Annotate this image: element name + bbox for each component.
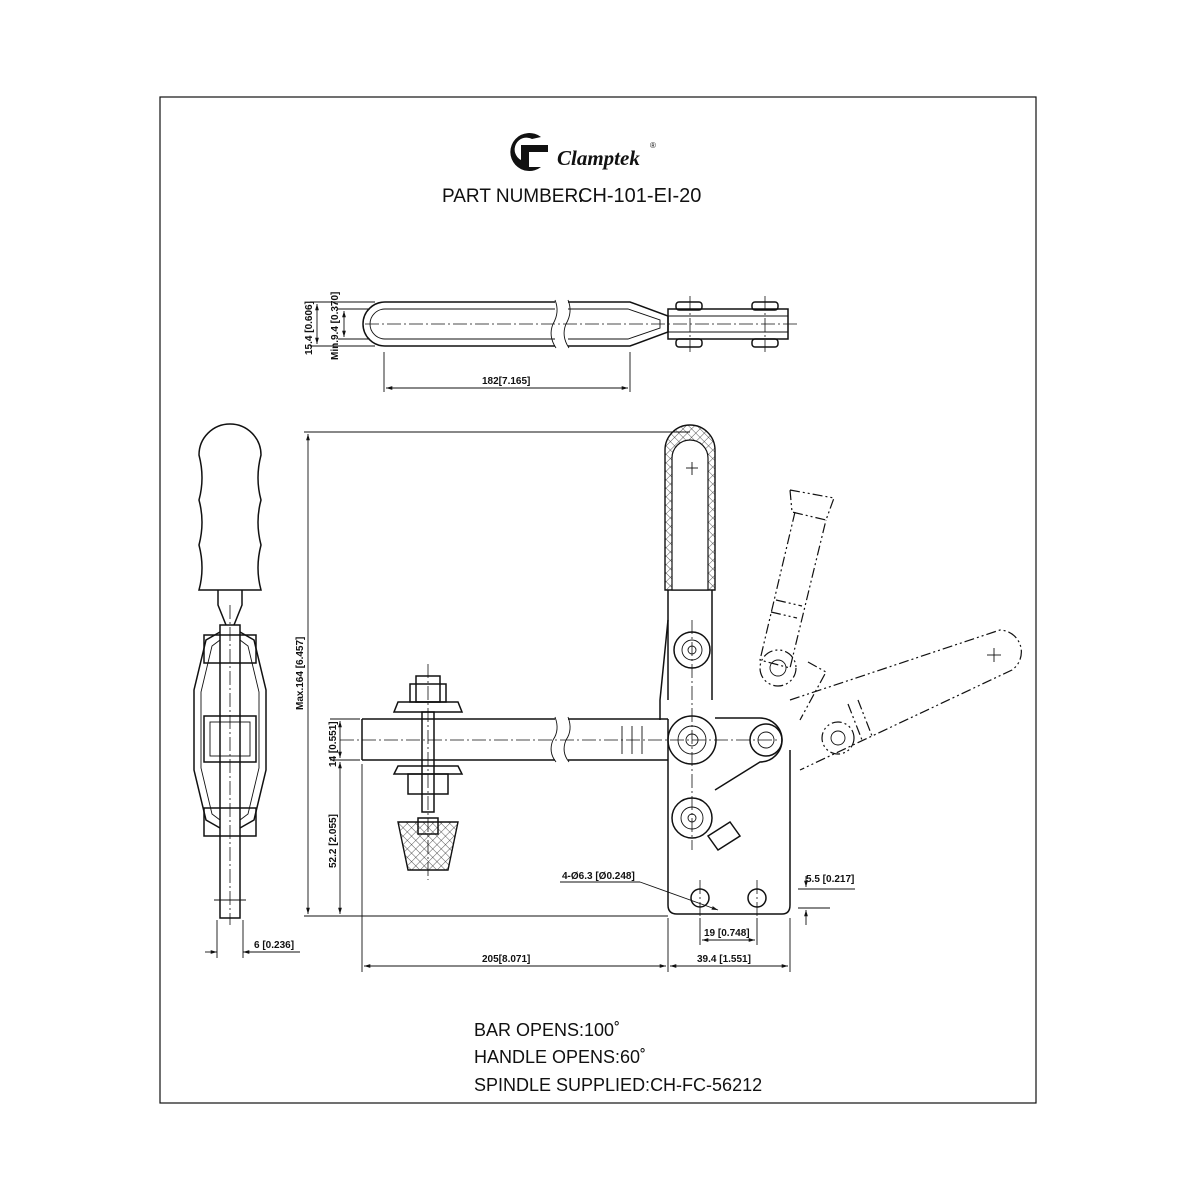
note-handle-opens: HANDLE OPENS:60˚	[474, 1047, 646, 1067]
part-number-label: PART NUMBER:	[442, 186, 583, 207]
top-view	[310, 296, 800, 392]
end-view	[193, 423, 300, 958]
dim-base-width: 39.4 [1.551]	[697, 954, 751, 965]
note-bar-opens: BAR OPENS:100˚	[474, 1020, 620, 1040]
registered-mark: ®	[650, 141, 656, 150]
dim-thickness-outer: 15.4 [0.606]	[304, 301, 315, 355]
grip-end-icon	[198, 423, 262, 591]
dim-thickness-inner: Min.9.4 [0.370]	[330, 292, 341, 360]
dim-hole-spacing: 19 [0.748]	[704, 928, 750, 939]
brand-logo: Clamptek ®	[510, 133, 656, 171]
dim-reach: 205[8.071]	[482, 954, 530, 965]
clamptek-logo-icon	[510, 133, 548, 171]
note-spindle: SPINDLE SUPPLIED:CH-FC-56212	[474, 1075, 762, 1095]
dim-base-thickness: 6 [0.236]	[254, 940, 294, 951]
brand-name: Clamptek	[557, 146, 640, 170]
dim-hole-edge: 5.5 [0.217]	[806, 874, 854, 885]
side-view	[304, 424, 1022, 972]
part-number-value: CH-101-EI-20	[578, 185, 701, 207]
dim-bar-thickness: 14 [0.551]	[328, 721, 339, 767]
dim-handle-length: 182[7.165]	[482, 376, 530, 387]
sheet-border	[159, 96, 1037, 1104]
dim-mounting-holes: 4-Ø6.3 [Ø0.248]	[562, 871, 635, 882]
dim-overall-height: Max.164 [6.457]	[295, 637, 306, 710]
dim-bar-height: 52.2 [2.055]	[328, 814, 339, 868]
